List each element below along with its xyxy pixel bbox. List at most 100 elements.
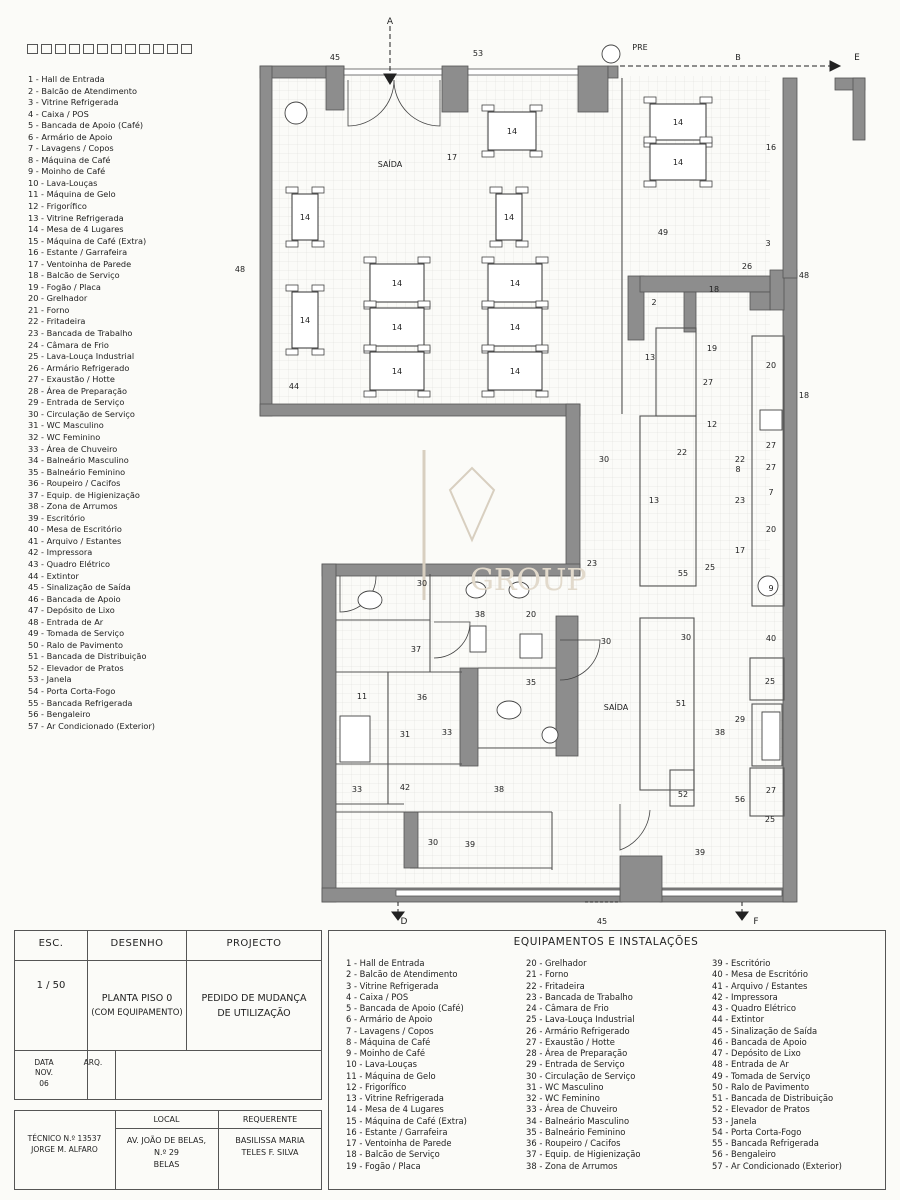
chair xyxy=(417,300,431,308)
table-14: 14 xyxy=(285,284,325,356)
legend-item: 50 - Ralo de Pavimento xyxy=(28,639,123,650)
plan-label-label-30b: 30 xyxy=(681,633,691,642)
walls xyxy=(259,65,866,903)
plan-label-saida-1: SAÍDA xyxy=(378,158,403,169)
author-block-divider xyxy=(115,1110,116,1190)
sanitary-fixtures xyxy=(284,44,783,763)
legend-item: 25 - Lava-Louça Industrial xyxy=(28,351,135,362)
chair xyxy=(643,180,657,188)
watermark: GROUP xyxy=(422,450,587,600)
symbol-icon xyxy=(139,44,150,54)
plan-label-section-f: F xyxy=(753,917,758,927)
table-14: 14 xyxy=(481,104,543,158)
legend-item: 51 - Bancada de Distribuição xyxy=(712,1093,834,1103)
plan-label-section-b: B xyxy=(735,53,741,62)
legend-item: 28 - Área de Preparação xyxy=(28,385,128,396)
table-number: 14 xyxy=(300,316,310,325)
legend-item: 36 - Roupeiro / Cacifos xyxy=(526,1138,621,1148)
symbol-icon xyxy=(41,44,52,54)
chair xyxy=(515,240,529,248)
legend-item: 43 - Quadro Elétrico xyxy=(712,1003,796,1013)
plan-label-label-18a: 18 xyxy=(709,285,719,294)
legend-item: 19 - Fogão / Placa xyxy=(346,1160,421,1171)
legend-item: 19 - Fogão / Placa xyxy=(28,281,101,292)
legend-item: 46 - Bancada de Apoio xyxy=(28,593,121,604)
plan-label-label-3: 3 xyxy=(765,239,770,248)
legend-item: 43 - Quadro Elétrico xyxy=(28,558,111,569)
legend-item: 2 - Balcão de Atendimento xyxy=(28,85,138,96)
legend-item: 48 - Entrada de Ar xyxy=(712,1059,789,1070)
legend-item: 44 - Extintor xyxy=(712,1014,765,1025)
legend-item: 17 - Ventoinha de Parede xyxy=(346,1138,452,1148)
data-month: NOV. xyxy=(35,1068,53,1077)
author-block xyxy=(14,1110,322,1190)
legend-item: 21 - Forno xyxy=(28,304,70,315)
plan-label-label-20c: 20 xyxy=(526,610,536,619)
chair xyxy=(285,186,299,194)
equipment-table xyxy=(328,930,886,1190)
plan-label-label-45-top: 45 xyxy=(330,53,340,62)
legend-item: 50 - Ralo de Pavimento xyxy=(712,1081,810,1092)
legend-item: 40 - Mesa de Escritório xyxy=(28,524,122,535)
section-marks xyxy=(383,26,842,921)
plan-label-label-20a: 20 xyxy=(766,361,776,370)
legend-item: 1 - Hall de Entrada xyxy=(346,958,425,968)
chair xyxy=(363,344,377,352)
data-year: 06 xyxy=(39,1079,49,1088)
chair xyxy=(285,284,299,292)
symbol-icon xyxy=(125,44,136,54)
legend-item: 26 - Armário Refrigerado xyxy=(526,1025,630,1036)
drawing-title-line1: PLANTA PISO 0 xyxy=(101,993,173,1004)
chair xyxy=(363,300,377,308)
legend-item: 23 - Bancada de Trabalho xyxy=(526,991,633,1002)
symbol-icon xyxy=(83,44,94,54)
table-top xyxy=(369,307,425,347)
plan-label-label-39-office: 39 xyxy=(465,840,475,849)
legend-item: 24 - Câmara de Frio xyxy=(28,339,109,350)
legend-item: 42 - Impressora xyxy=(28,547,93,558)
title-block xyxy=(14,930,322,1100)
chair xyxy=(643,96,657,104)
title-block-divider xyxy=(186,930,187,1050)
table-top xyxy=(291,193,319,241)
plan-label-label-36: 36 xyxy=(417,693,427,702)
legend-item: 54 - Porta Corta-Fogo xyxy=(28,685,116,696)
table-14: 14 xyxy=(285,186,325,248)
legend-item: 56 - Bengaleiro xyxy=(712,1149,776,1160)
plan-label-label-55: 55 xyxy=(678,569,688,578)
plan-label-label-9: 9 xyxy=(768,584,773,593)
legend-item: 57 - Ar Condicionado (Exterior) xyxy=(712,1160,842,1171)
chair xyxy=(643,136,657,144)
legend-item: 32 - WC Feminino xyxy=(28,431,101,442)
plan-label-label-39-right: 39 xyxy=(695,848,705,857)
legend-item: 26 - Armário Refrigerado xyxy=(28,362,130,373)
legend-item: 4 - Caixa / POS xyxy=(346,991,409,1002)
chair xyxy=(311,186,325,194)
plan-label-label-23: 23 xyxy=(735,496,745,505)
legend-item: 23 - Bancada de Trabalho xyxy=(28,328,133,339)
table-14: 14 xyxy=(363,256,431,310)
chair xyxy=(417,344,431,352)
legend-item: 1 - Hall de Entrada xyxy=(28,74,105,84)
plan-label-label-35: 35 xyxy=(526,678,536,687)
plan-label-label-13a: 13 xyxy=(645,353,655,362)
legend-item: 14 - Mesa de 4 Lugares xyxy=(28,224,124,235)
equipment-title: EQUIPAMENTOS E INSTALAÇÕES xyxy=(513,936,699,948)
legend-item: 35 - Balneário Feminino xyxy=(526,1126,626,1137)
legend-item: 11 - Máquina de Gelo xyxy=(28,189,116,200)
legend-item: 34 - Balneário Masculino xyxy=(28,455,129,466)
legend-item: 14 - Mesa de 4 Lugares xyxy=(346,1104,444,1115)
chair xyxy=(481,344,495,352)
chair xyxy=(481,104,495,112)
plan-label-label-27c: 27 xyxy=(766,463,776,472)
title-block-divider xyxy=(14,960,322,961)
author-block-divider xyxy=(218,1110,219,1190)
chair xyxy=(481,256,495,264)
esc-header: ESC. xyxy=(38,938,64,949)
plan-label-label-27a: 27 xyxy=(703,378,713,387)
symbol-icon xyxy=(153,44,164,54)
legend-item: 41 - Arquivo / Estantes xyxy=(712,980,808,991)
